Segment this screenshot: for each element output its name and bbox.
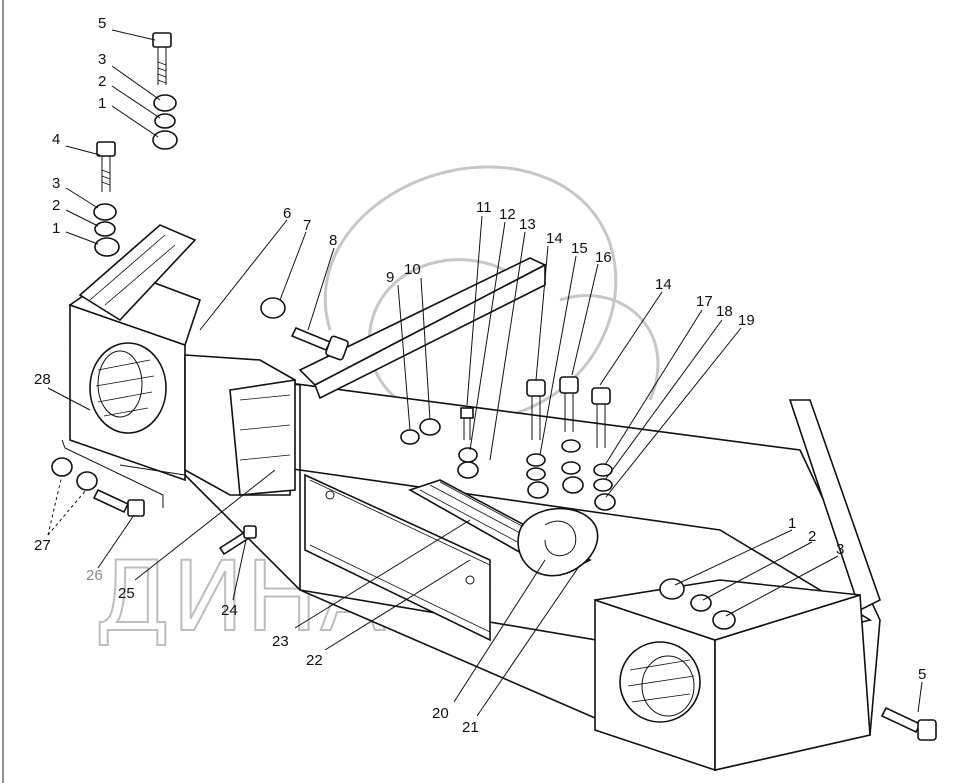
tow-hook [517,507,599,577]
right-end-housing [594,579,871,772]
callout-20: 20 [432,705,449,722]
callout-14: 14 [655,276,672,293]
callout-1: 1 [98,95,106,112]
callout-22: 22 [306,652,323,669]
callout-23: 23 [272,633,289,650]
callout-17: 17 [696,293,713,310]
callout-1: 1 [788,515,796,532]
callout-7: 7 [303,217,311,234]
callout-10: 10 [404,261,421,278]
callout-25: 25 [118,585,135,602]
nuts-27 [51,457,98,491]
callout-5: 5 [98,15,106,32]
bolt-5-bottom [880,706,937,741]
callout-5: 5 [918,666,926,683]
washers-right-1-3 [659,578,736,630]
callout-21: 21 [462,719,479,736]
callout-3: 3 [836,541,844,558]
angle-bar-13 [298,257,547,400]
callout-24: 24 [221,602,238,619]
callout-3: 3 [98,51,106,68]
callout-4: 4 [52,131,60,148]
callout-28: 28 [34,371,51,388]
callout-18: 18 [716,303,733,320]
bolt-11 [460,407,474,440]
callout-26: 26 [86,567,103,584]
bolt-26 [92,488,145,517]
callout-8: 8 [329,232,337,249]
bolt-24 [218,525,257,556]
callout-12: 12 [499,206,516,223]
callout-2: 2 [98,73,106,90]
callout-19: 19 [738,312,755,329]
bolt-4 [96,141,116,192]
bolt-5-top [152,32,172,85]
callout-14: 14 [546,230,563,247]
callout-11: 11 [476,199,492,216]
callout-labels: 5 3 2 1 4 3 2 1 6 7 8 9 10 11 12 13 14 1… [34,15,926,736]
leader-lines [47,29,923,717]
callout-6: 6 [283,205,291,222]
plate-22 [304,473,491,642]
washers-nuts-top [93,94,178,257]
callout-2: 2 [52,197,60,214]
washers-12 [457,447,479,479]
bracket-6 [184,354,296,496]
washers-15-19 [526,439,616,511]
bolts-14 [526,376,611,448]
callout-1: 1 [52,220,60,237]
callout-27: 27 [34,537,51,554]
callout-9: 9 [386,269,394,286]
callout-13: 13 [519,216,536,233]
nut-7 [260,297,286,319]
bolt-8 [290,326,349,361]
callout-15: 15 [571,240,588,257]
left-end-housing [68,224,202,482]
callout-16: 16 [595,249,612,266]
callout-3: 3 [52,175,60,192]
callout-2: 2 [808,528,816,545]
